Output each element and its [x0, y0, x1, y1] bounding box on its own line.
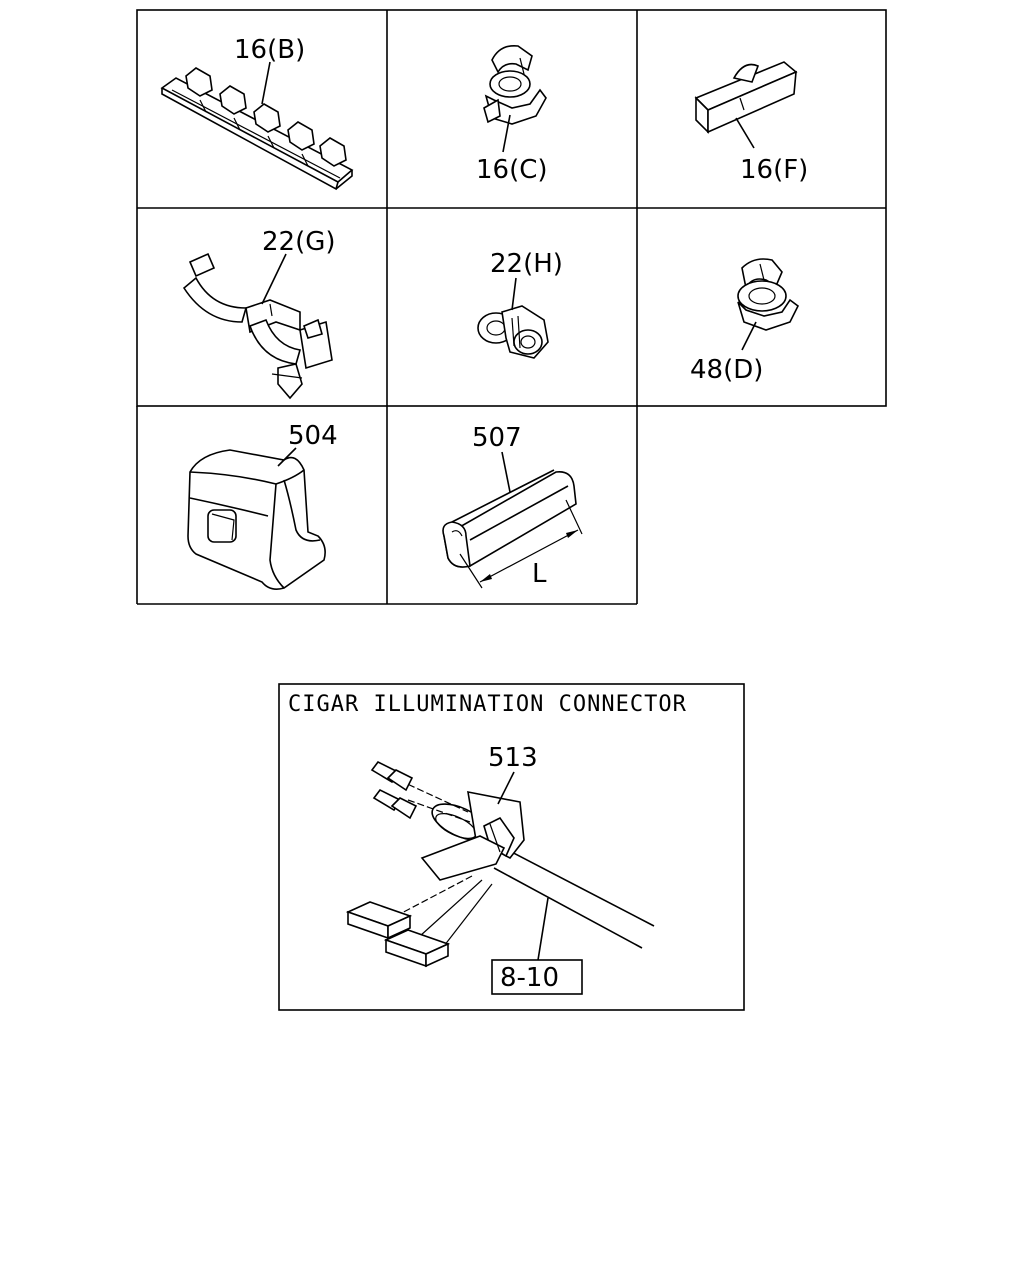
plug-upper-a: [370, 760, 414, 792]
dimension-l-label: L: [532, 559, 547, 589]
leader-22g: [261, 253, 287, 305]
clip-22h-drawing: [477, 305, 549, 359]
part-504-cell: 504: [187, 421, 338, 590]
label-48d: 48(D): [690, 355, 763, 385]
label-22g: 22(G): [262, 227, 336, 257]
leader-8-10: [537, 897, 549, 961]
label-16f: 16(F): [740, 155, 808, 185]
block-16f-drawing: [694, 61, 798, 134]
part-16b-cell: 16(B): [160, 35, 354, 191]
label-513: 513: [488, 743, 538, 773]
clip-strip-drawing: [160, 67, 354, 191]
label-16c: 16(C): [476, 155, 548, 185]
part-22g-cell: 22(G): [182, 227, 336, 400]
reference-label: 8-10: [500, 963, 559, 993]
panel-title: CIGAR ILLUMINATION CONNECTOR: [288, 692, 687, 717]
label-22h: 22(H): [490, 249, 563, 279]
part-507-cell: L 507: [442, 423, 583, 589]
leader-504: [277, 447, 297, 467]
parts-grid: [136, 9, 887, 605]
label-16b: 16(B): [234, 35, 305, 65]
leader-507: [501, 451, 511, 493]
leader-22h: [511, 277, 517, 311]
plug-lower-a: [345, 901, 413, 940]
part-22h-cell: 22(H): [477, 249, 563, 359]
saddle-clip-drawing: [182, 252, 333, 400]
clip-16c-drawing: [483, 44, 547, 125]
label-504: 504: [288, 421, 338, 451]
cigar-connector-panel: CIGAR ILLUMINATION CONNECTOR: [278, 683, 745, 1011]
cover-block-drawing: [187, 449, 326, 590]
connector-drawing: [345, 760, 655, 968]
leader-16c: [502, 114, 511, 153]
plug-lower-b: [383, 929, 451, 968]
leader-16f: [735, 117, 755, 149]
reference-box: [491, 959, 583, 995]
part-48d-cell: 48(D): [690, 258, 800, 385]
edge-trim-drawing: [442, 469, 577, 568]
part-16c-cell: 16(C): [476, 44, 548, 185]
dimension-l: L: [459, 499, 583, 589]
part-16f-cell: 16(F): [694, 61, 808, 185]
plug-upper-b: [372, 788, 418, 820]
leader-513: [497, 771, 515, 805]
label-507: 507: [472, 423, 522, 453]
leader-48d: [741, 321, 757, 351]
clip-48d-drawing: [737, 258, 800, 331]
leader-16b: [261, 61, 271, 105]
